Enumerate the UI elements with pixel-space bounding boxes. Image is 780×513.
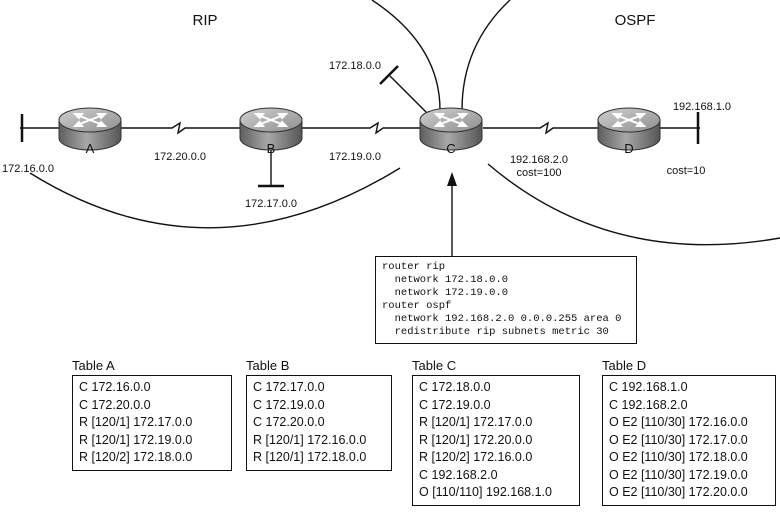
router-c: [419, 107, 483, 151]
config-line: router rip: [382, 261, 446, 273]
cost-label-stub-d: cost=10: [667, 165, 706, 177]
routing-table-a: Table A C 172.16.0.0 C 172.20.0.0 R [120…: [72, 357, 232, 471]
domain-boundary-top-left: [371, 0, 441, 111]
table-row: C 172.20.0.0: [253, 415, 325, 429]
routing-table-d: Table D C 192.168.1.0 C 192.168.2.0 O E2…: [602, 357, 776, 506]
network-diagram: A B C D RIP OSPF 172.16.0.0 172.20.0.0 1…: [2, 0, 780, 256]
table-body: C 172.18.0.0 C 172.19.0.0 R [120/1] 172.…: [412, 375, 580, 506]
config-line: network 172.18.0.0: [382, 274, 509, 286]
network-label-link-bc: 172.19.0.0: [329, 151, 381, 163]
table-row: R [120/1] 172.17.0.0: [419, 415, 533, 429]
table-row: O E2 [110/30] 172.16.0.0: [609, 415, 748, 429]
router-a: [58, 107, 122, 151]
table-row: C 172.18.0.0: [419, 380, 491, 394]
table-row: C 172.16.0.0: [79, 380, 151, 394]
config-line: network 172.19.0.0: [382, 287, 509, 299]
table-row: O E2 [110/30] 172.20.0.0: [609, 485, 748, 499]
network-label-stub-a: 172.16.0.0: [2, 163, 54, 175]
table-row: R [120/1] 172.16.0.0: [253, 432, 367, 447]
router-b-label: B: [267, 141, 276, 156]
config-line: network 192.168.2.0 0.0.0.255 area 0: [382, 313, 622, 325]
table-row: O [110/110] 192.168.1.0: [419, 485, 552, 499]
table-row: C 192.168.1.0: [609, 380, 688, 394]
table-body: C 172.17.0.0 C 172.19.0.0 C 172.20.0.0 R…: [246, 375, 392, 471]
link-b-c: [302, 121, 420, 135]
network-label-stub-c: 172.18.0.0: [329, 60, 381, 72]
table-row: C 172.19.0.0: [253, 397, 325, 412]
table-row: R [120/1] 172.19.0.0: [79, 432, 193, 447]
table-row: C 172.20.0.0: [79, 397, 151, 412]
table-row: R [120/1] 172.20.0.0: [419, 432, 533, 447]
domain-boundary-top-right: [461, 0, 511, 111]
router-c-label: C: [446, 141, 455, 156]
link-c-d: [483, 121, 598, 135]
routing-tables: Table A C 172.16.0.0 C 172.20.0.0 R [120…: [0, 355, 780, 513]
table-row: C 172.19.0.0: [419, 397, 491, 412]
table-title: Table D: [602, 358, 647, 373]
routing-table-b: Table B C 172.17.0.0 C 172.19.0.0 C 172.…: [246, 357, 392, 471]
router-d: [597, 107, 661, 151]
rip-domain-label: RIP: [192, 12, 217, 29]
table-body: C 192.168.1.0 C 192.168.2.0 O E2 [110/30…: [602, 375, 776, 506]
config-line: redistribute rip subnets metric 30: [382, 326, 609, 338]
table-row: R [120/2] 172.18.0.0: [79, 450, 193, 464]
table-row: R [120/1] 172.18.0.0: [253, 450, 367, 464]
routing-table-c: Table C C 172.18.0.0 C 172.19.0.0 R [120…: [412, 357, 580, 506]
ospf-domain-label: OSPF: [615, 12, 656, 29]
network-label-stub-b: 172.17.0.0: [245, 198, 297, 210]
rip-domain-boundary: [29, 167, 401, 229]
router-a-label: A: [86, 141, 95, 156]
table-row: C 192.168.2.0: [419, 467, 498, 482]
stub-link-c: [389, 75, 433, 119]
table-title: Table A: [72, 358, 115, 373]
table-row: C 172.17.0.0: [253, 380, 325, 394]
table-row: O E2 [110/30] 172.18.0.0: [609, 450, 748, 464]
router-d-label: D: [624, 141, 633, 156]
table-title: Table C: [412, 358, 457, 373]
table-row: O E2 [110/30] 172.17.0.0: [609, 432, 748, 447]
cost-label-link-cd: cost=100: [517, 167, 562, 179]
stub-segment-c: [379, 65, 399, 85]
table-row: O E2 [110/30] 172.19.0.0: [609, 467, 748, 482]
table-title: Table B: [246, 358, 290, 373]
table-body: C 172.16.0.0 C 172.20.0.0 R [120/1] 172.…: [72, 375, 232, 471]
table-row: R [120/1] 172.17.0.0: [79, 415, 193, 429]
link-a-b: [120, 121, 240, 135]
ospf-domain-boundary: [487, 163, 780, 246]
config-line: router ospf: [382, 300, 452, 312]
table-row: C 192.168.2.0: [609, 397, 688, 412]
network-label-stub-d: 192.168.1.0: [673, 101, 731, 113]
config-arrowhead: [447, 172, 457, 186]
table-row: R [120/2] 172.16.0.0: [419, 450, 533, 464]
router-c-config-box: router rip network 172.18.0.0 network 17…: [375, 256, 637, 344]
network-label-link-ab: 172.20.0.0: [154, 151, 206, 163]
router-b: [239, 107, 303, 151]
network-label-link-cd: 192.168.2.0: [510, 154, 568, 166]
